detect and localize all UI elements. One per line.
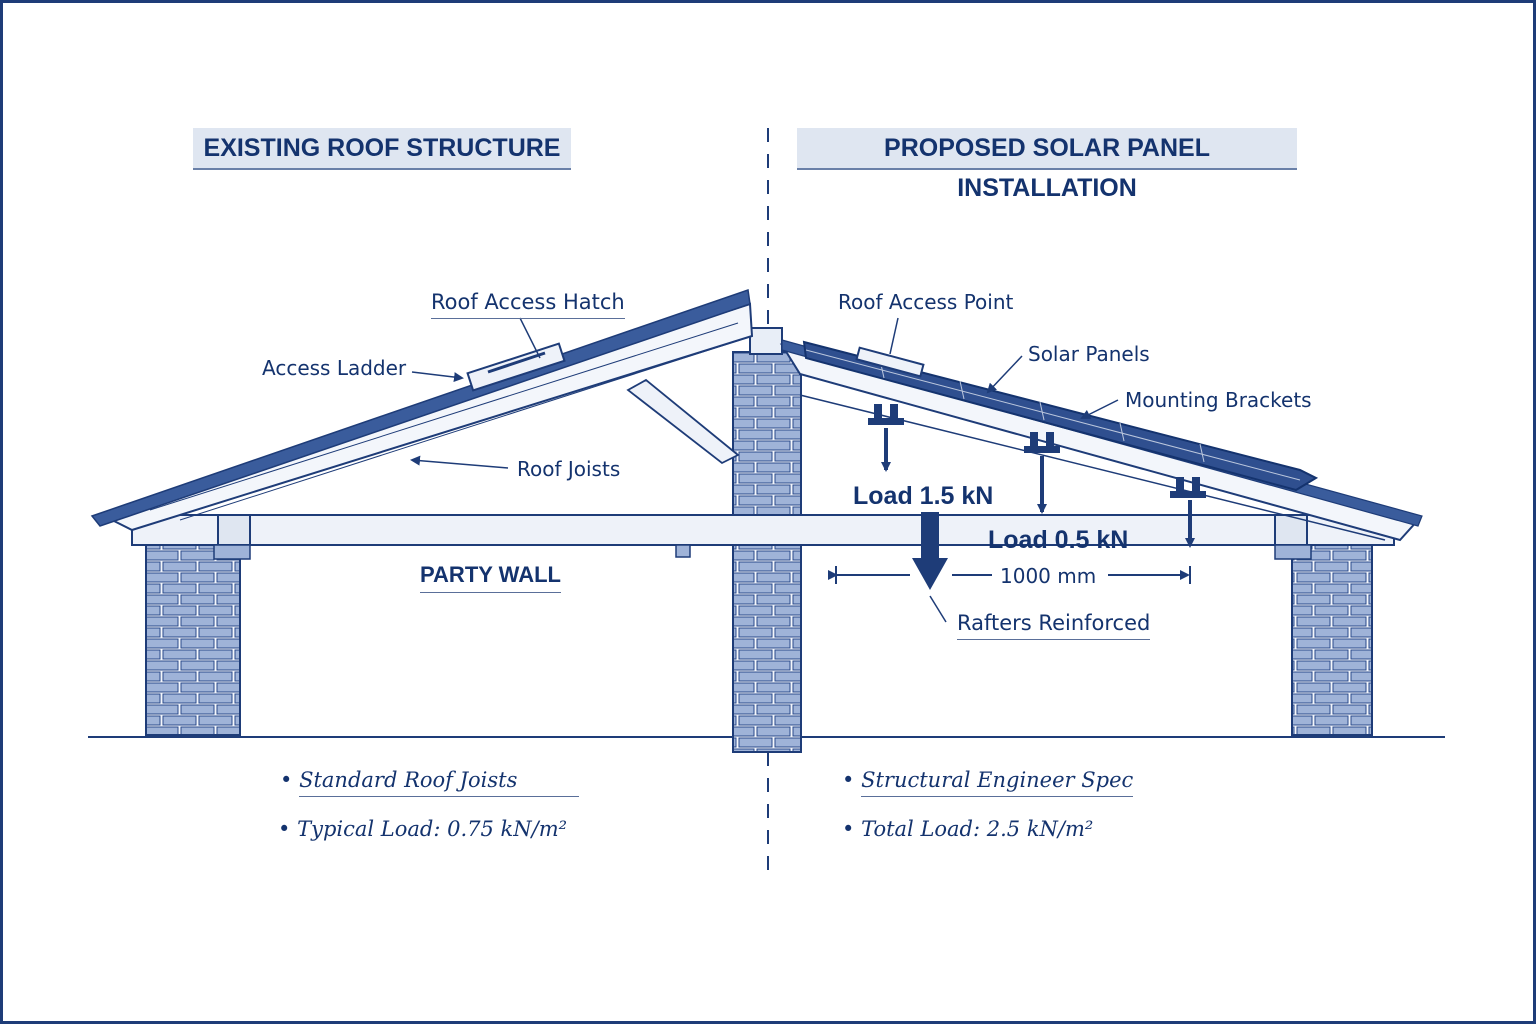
label-roof-access-point: Roof Access Point xyxy=(838,290,1014,314)
label-roof-access-hatch: Roof Access Hatch xyxy=(431,290,625,319)
main-load-arrow-shaft xyxy=(921,512,939,560)
label-roof-joists: Roof Joists xyxy=(517,457,621,481)
label-load-2: Load 0.5 kN xyxy=(988,526,1129,554)
joist-hanger xyxy=(675,544,691,558)
label-rafters-reinforced: Rafters Reinforced xyxy=(957,611,1151,640)
roof-access-point xyxy=(855,346,925,378)
label-load-1: Load 1.5 kN xyxy=(853,482,994,510)
note-left-1: • Standard Roof Joists xyxy=(280,768,580,797)
leader-roof-hatch xyxy=(519,317,541,359)
note-left-1-text: Standard Roof Joists xyxy=(299,768,580,797)
right-brick-pier xyxy=(1291,544,1373,736)
label-mounting-brackets: Mounting Brackets xyxy=(1125,388,1312,412)
party-wall-bricks xyxy=(732,351,802,753)
bullet-icon: • xyxy=(842,817,855,841)
label-solar-panels: Solar Panels xyxy=(1028,342,1150,366)
note-right-2-text: Total Load: 2.5 kN/m² xyxy=(861,817,1094,841)
label-party-wall: PARTY WALL xyxy=(420,562,561,593)
leader-solar-panels xyxy=(986,355,1023,394)
leader-access-ladder xyxy=(411,371,464,383)
mounting-bracket-3 xyxy=(1170,477,1206,498)
note-left-2: • Typical Load: 0.75 kN/m² xyxy=(278,817,567,841)
mounting-bracket-1 xyxy=(868,404,904,425)
label-span: 1000 mm xyxy=(1000,564,1097,588)
leader-mounting-brackets xyxy=(1080,399,1119,419)
left-rafter xyxy=(97,302,754,532)
bullet-icon: • xyxy=(280,768,293,792)
right-pad xyxy=(1274,544,1312,560)
tie-beam xyxy=(131,514,1395,546)
note-right-1: • Structural Engineer Spec xyxy=(842,768,1134,797)
bullet-icon: • xyxy=(842,768,855,792)
left-strut xyxy=(626,378,740,465)
leader-roof-joists xyxy=(410,455,509,469)
leader-roof-access-point xyxy=(889,317,899,355)
left-wall-plate xyxy=(217,514,251,546)
mounting-bracket-2 xyxy=(1024,432,1060,453)
solar-panel-array xyxy=(802,340,1319,492)
title-existing-roof: EXISTING ROOF STRUCTURE xyxy=(193,128,571,170)
main-load-arrow-head xyxy=(912,558,948,590)
leader-rafters-reinforced xyxy=(929,595,947,623)
title-proposed-solar: PROPOSED SOLAR PANEL INSTALLATION xyxy=(797,128,1297,202)
note-right-2: • Total Load: 2.5 kN/m² xyxy=(842,817,1093,841)
label-access-ladder: Access Ladder xyxy=(262,356,407,380)
left-brick-pier xyxy=(145,544,241,736)
bullet-icon: • xyxy=(278,817,291,841)
left-pad xyxy=(213,544,251,560)
party-wall-cap xyxy=(749,327,783,355)
note-left-2-text: Typical Load: 0.75 kN/m² xyxy=(297,817,568,841)
note-right-1-text: Structural Engineer Spec xyxy=(861,768,1134,797)
